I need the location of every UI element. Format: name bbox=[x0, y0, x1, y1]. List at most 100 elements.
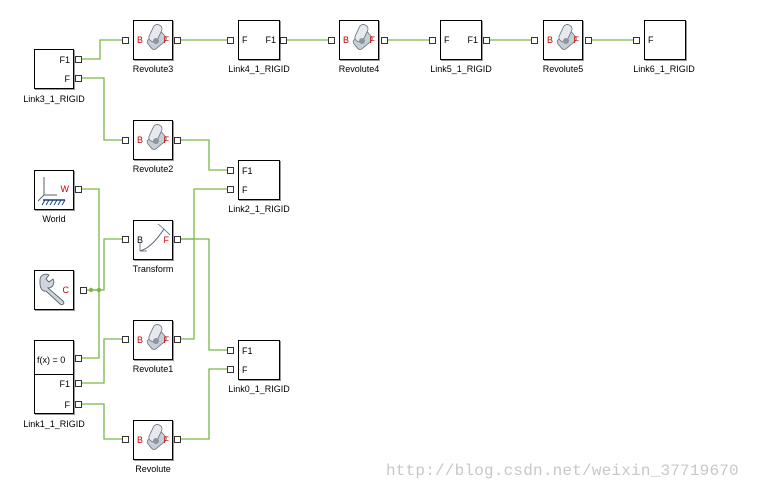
link5-label: Link5_1_RIGID bbox=[430, 64, 492, 74]
wire-link1-revolute1 bbox=[78, 338, 125, 384]
link3-block[interactable]: F1 F bbox=[34, 49, 74, 89]
link5-block[interactable]: F F1 bbox=[440, 20, 482, 60]
revolute-block[interactable]: B F bbox=[133, 420, 173, 460]
port-label: F bbox=[64, 400, 71, 410]
link1-label: Link1_1_RIGID bbox=[23, 419, 85, 429]
port-connector[interactable] bbox=[531, 37, 538, 44]
port-connector[interactable] bbox=[227, 347, 234, 354]
link0-label: Link0_1_RIGID bbox=[228, 384, 290, 394]
port-connector[interactable] bbox=[122, 336, 129, 343]
port-connector[interactable] bbox=[174, 436, 181, 443]
wrench-icon bbox=[39, 273, 65, 306]
port-label: B bbox=[137, 435, 144, 445]
wire-link1-revolute bbox=[78, 403, 125, 440]
revolute-joint-icon bbox=[146, 324, 167, 350]
port-connector[interactable] bbox=[227, 186, 234, 193]
port-label: B bbox=[137, 335, 144, 345]
link4-label: Link4_1_RIGID bbox=[228, 64, 290, 74]
port-connector[interactable] bbox=[227, 37, 234, 44]
wire-link3-revolute2 bbox=[78, 77, 125, 141]
watermark: http://blog.csdn.net/weixin_37719670 bbox=[386, 462, 739, 480]
port-connector[interactable] bbox=[122, 37, 129, 44]
port-connector[interactable] bbox=[227, 366, 234, 373]
rigid-transform-icon bbox=[139, 223, 171, 252]
port-label: B bbox=[137, 135, 144, 145]
port-connector[interactable] bbox=[75, 56, 82, 63]
port-connector[interactable] bbox=[429, 37, 436, 44]
revolute2-block[interactable]: B F bbox=[133, 120, 173, 160]
port-label: B bbox=[137, 235, 144, 245]
revolute-label: Revolute bbox=[135, 464, 171, 474]
revolute-joint-icon bbox=[146, 424, 167, 450]
port-connector[interactable] bbox=[80, 287, 87, 294]
world-label: World bbox=[42, 214, 66, 224]
port-connector[interactable] bbox=[122, 137, 129, 144]
port-connector[interactable] bbox=[280, 37, 287, 44]
port-connector[interactable] bbox=[585, 37, 592, 44]
port-connector[interactable] bbox=[75, 75, 82, 82]
wire-transform-link0 bbox=[177, 238, 230, 351]
port-connector[interactable] bbox=[227, 167, 234, 174]
port-connector[interactable] bbox=[122, 436, 129, 443]
revolute-joint-icon bbox=[146, 24, 167, 50]
link3-label: Link3_1_RIGID bbox=[23, 94, 85, 104]
port-label: F bbox=[163, 35, 170, 45]
port-label: F1 bbox=[59, 379, 70, 389]
port-label: C bbox=[62, 285, 70, 295]
port-connector[interactable] bbox=[174, 236, 181, 243]
port-label: F bbox=[573, 35, 580, 45]
port-connector[interactable] bbox=[174, 37, 181, 44]
link2-label: Link2_1_RIGID bbox=[228, 204, 290, 214]
port-label: F1 bbox=[242, 166, 253, 176]
port-connector[interactable] bbox=[75, 186, 82, 193]
port-connector[interactable] bbox=[174, 336, 181, 343]
wire-transform-link2 bbox=[177, 188, 230, 240]
port-label: B bbox=[547, 35, 554, 45]
wire-solver-transform bbox=[83, 238, 125, 291]
connection-lines bbox=[78, 39, 636, 440]
revolute5-block[interactable]: B F bbox=[543, 20, 583, 60]
port-label: F bbox=[64, 74, 71, 84]
revolute1-label: Revolute1 bbox=[132, 364, 174, 374]
fx-block[interactable]: f(x) = 0 bbox=[34, 340, 74, 378]
link2-block[interactable]: F1 F bbox=[238, 160, 280, 200]
port-connector[interactable] bbox=[174, 137, 181, 144]
transform-label: Transform bbox=[132, 264, 174, 274]
revolute3-block[interactable]: B F bbox=[133, 20, 173, 60]
link4-block[interactable]: F F1 bbox=[238, 20, 280, 60]
link1-block[interactable]: F1 F bbox=[34, 374, 74, 414]
port-connector[interactable] bbox=[75, 355, 82, 362]
port-label: F bbox=[444, 35, 450, 45]
port-label: B bbox=[343, 35, 350, 45]
wire-link3-revolute3 bbox=[78, 39, 125, 60]
solver-config-block[interactable]: C bbox=[34, 270, 74, 310]
port-label: W bbox=[60, 184, 70, 194]
wire-revolute2-link2 bbox=[177, 139, 230, 171]
port-label: F bbox=[163, 135, 170, 145]
port-connector[interactable] bbox=[483, 37, 490, 44]
port-connector[interactable] bbox=[328, 37, 335, 44]
port-label: F1 bbox=[59, 55, 70, 65]
link0-block[interactable]: F1 F bbox=[238, 340, 280, 380]
port-label: F bbox=[163, 235, 170, 245]
wire-revolute-link0 bbox=[177, 368, 230, 440]
port-connector[interactable] bbox=[633, 37, 640, 44]
world-block[interactable]: W bbox=[34, 170, 74, 210]
port-connector[interactable] bbox=[122, 236, 129, 243]
link6-label: Link6_1_RIGID bbox=[633, 64, 695, 74]
port-connector[interactable] bbox=[75, 401, 82, 408]
fx-text: f(x) = 0 bbox=[37, 355, 66, 365]
transform-block[interactable]: B F bbox=[133, 220, 173, 260]
revolute5-label: Revolute5 bbox=[542, 64, 584, 74]
junction-dot bbox=[96, 287, 102, 293]
revolute4-block[interactable]: B F bbox=[339, 20, 379, 60]
port-label: F bbox=[369, 35, 376, 45]
revolute-joint-icon bbox=[146, 124, 167, 150]
port-label: F1 bbox=[467, 35, 478, 45]
port-label: B bbox=[137, 35, 144, 45]
port-connector[interactable] bbox=[75, 380, 82, 387]
port-connector[interactable] bbox=[381, 37, 388, 44]
link6-block[interactable]: F bbox=[644, 20, 686, 60]
revolute1-block[interactable]: B F bbox=[133, 320, 173, 360]
